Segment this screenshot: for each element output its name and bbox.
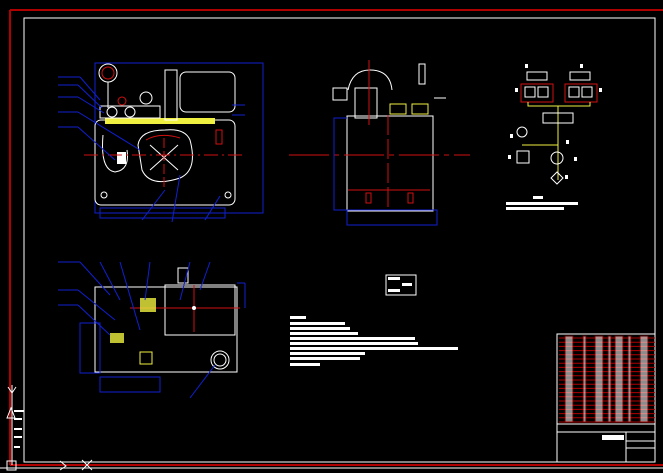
technical-notes [290, 316, 458, 366]
title-block-text [594, 335, 604, 423]
hydraulic-schematic [506, 64, 602, 210]
title-block-text [614, 335, 624, 423]
title-block-text [639, 335, 649, 423]
title-block-text [582, 335, 587, 423]
top-view [58, 261, 246, 399]
ucs-legend-strip [14, 410, 24, 448]
title-block-text [627, 335, 632, 423]
ucs-icon [6, 385, 93, 471]
front-view [58, 62, 264, 223]
parts-table-small [385, 274, 417, 296]
title-block-text [564, 335, 574, 423]
side-view [289, 60, 470, 226]
drawing-border [0, 9, 663, 469]
title-block [556, 333, 656, 463]
title-block-text [607, 335, 612, 423]
